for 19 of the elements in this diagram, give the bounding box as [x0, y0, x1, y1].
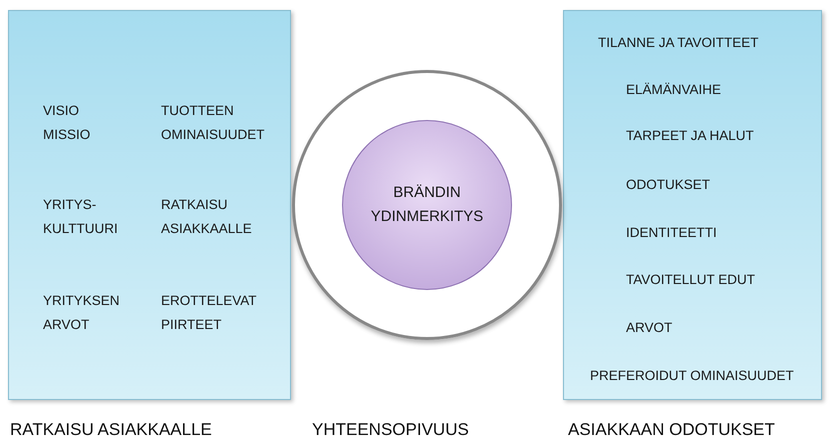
panel-box	[563, 10, 822, 400]
item-label: EROTTELEVAT PIIRTEET	[161, 292, 258, 334]
item-label: PREFEROIDUT OMINAISUUDET	[590, 367, 794, 385]
item-label: TARPEET JA HALUT	[626, 127, 754, 145]
item-label: TAVOITELLUT EDUT	[626, 271, 756, 289]
item-label: ELÄMÄNVAIHE	[626, 81, 722, 99]
item-label: RATKAISU ASIAKKAALLE	[161, 196, 253, 238]
item-label: ODOTUKSET	[626, 176, 710, 194]
item-label: VISIO MISSIO	[43, 102, 92, 144]
item-label: BRÄNDIN YDINMERKITYS	[370, 183, 484, 227]
item-label: TUOTTEEN OMINAISUUDET	[161, 102, 266, 144]
item-label: TILANNE JA TAVOITTEET	[598, 34, 759, 52]
item-label: YRITYKSEN ARVOT	[43, 292, 121, 334]
panel-box	[8, 10, 291, 400]
item-label: ARVOT	[626, 319, 672, 337]
section-caption: RATKAISU ASIAKKAALLE	[10, 420, 212, 440]
section-caption: ASIAKKAAN ODOTUKSET	[568, 420, 775, 440]
section-caption: YHTEENSOPIVUUS	[312, 420, 469, 440]
item-label: IDENTITEETTI	[626, 224, 717, 242]
